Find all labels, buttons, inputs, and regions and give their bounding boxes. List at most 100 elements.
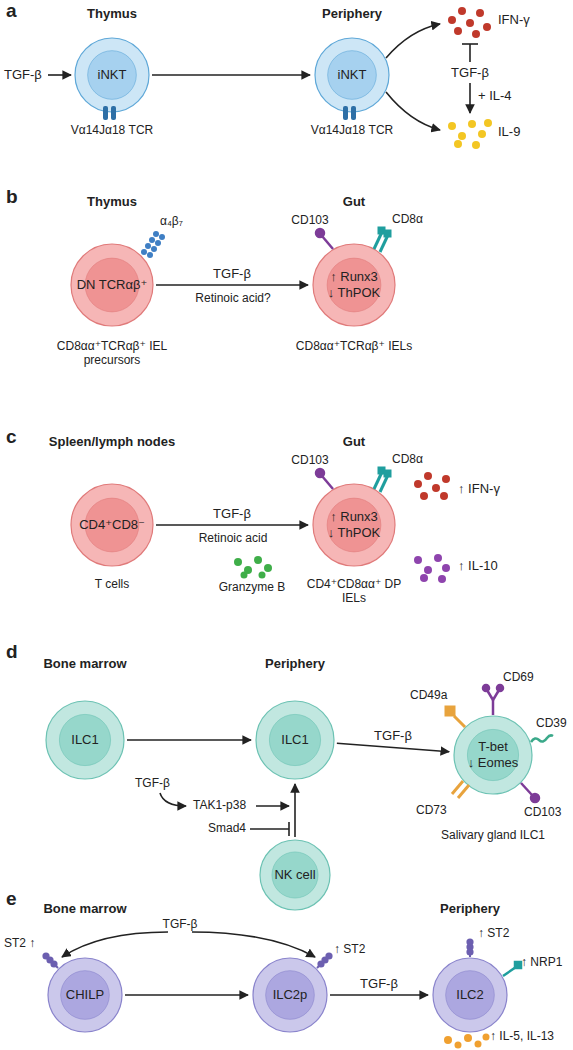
annotation-label: CD8α [392, 452, 423, 467]
cd69-receptor [483, 685, 489, 691]
ifn-gamma-dots [454, 27, 462, 35]
arrow-connector [152, 74, 310, 76]
panel-heading: Periphery [322, 6, 382, 21]
cell-nucleus [446, 971, 495, 1020]
il9-dots [484, 119, 492, 127]
cd8a-receptor [380, 475, 388, 492]
cell-label: ILC1 [281, 732, 308, 748]
cell-label: ILC2 [456, 987, 483, 1003]
cell-membrane [71, 484, 153, 566]
signal-arrow [256, 805, 289, 807]
arrow-connector [337, 743, 449, 752]
cell-text: ↑ Runx3↓ ThPOK [312, 243, 396, 327]
cell-label: DN TCRαβ⁺ [77, 277, 148, 293]
cd8a-receptor [379, 468, 384, 473]
granzyme-dots [254, 556, 262, 564]
cell-label: T-bet [478, 739, 508, 755]
ifn-gamma-dots [414, 480, 422, 488]
panel-heading: Periphery [265, 656, 325, 671]
il10-dots [434, 554, 442, 562]
il9-dots [468, 120, 476, 128]
cell-node: iNKT [314, 37, 390, 113]
cell-nucleus [327, 258, 381, 312]
cell-label: ↓ ThPOK [328, 525, 381, 541]
il9-dots [472, 141, 480, 149]
cell-label: ↓ ThPOK [328, 285, 381, 301]
signal-arrow [48, 74, 71, 76]
annotation-label: ↑ ST2 [334, 942, 365, 957]
cell-membrane [253, 958, 327, 1032]
annotation-label: CD8α [392, 212, 423, 227]
cell-text: NK cell [259, 839, 331, 911]
panel-heading: Spleen/lymph nodes [49, 434, 175, 449]
inhibition-line [288, 822, 290, 836]
cell-nucleus [269, 714, 320, 765]
cell-nucleus [61, 971, 110, 1020]
il5-il13-dots [464, 1034, 472, 1042]
annotation-label: CD103 [524, 805, 561, 820]
signal-arrow [386, 24, 440, 58]
st2-receptor [467, 939, 472, 944]
edge-label: TGF-β [213, 266, 251, 281]
annotation-label: TGF-β [135, 776, 170, 791]
annotation-label: CD73 [416, 803, 447, 818]
annotation-label: Vα14Jα18 TCR [71, 123, 154, 138]
cell-nucleus [327, 498, 381, 552]
integrin-a4b7 [149, 237, 155, 243]
annotation-label: ↑ IFN-γ [458, 481, 500, 496]
cd103-receptor [316, 229, 324, 237]
ifn-gamma-dots [414, 7, 491, 500]
signal-arrow [386, 92, 440, 130]
annotation-label: Retinoic acid [199, 531, 268, 546]
integrin-a4b7 [141, 231, 165, 258]
cell-caption: Salivary gland ILC1 [418, 828, 568, 842]
edge-label: TGF-β [360, 976, 398, 991]
panel-heading: Thymus [87, 6, 137, 21]
ifn-gamma-dots [476, 9, 484, 17]
ifn-gamma-dots [448, 16, 456, 24]
il10-dots [420, 574, 428, 582]
panel-heading: Gut [343, 434, 365, 449]
arrow-connector [330, 994, 428, 996]
st2-receptor [43, 953, 48, 958]
signal-arrow [160, 793, 186, 806]
cell-label: ILC1 [71, 732, 98, 748]
ifn-gamma-dots [440, 492, 448, 500]
cd103-receptor [322, 236, 333, 249]
cell-nucleus [467, 729, 518, 780]
cell-nucleus [59, 714, 110, 765]
ifn-gamma-dots [442, 475, 450, 483]
cell-text: iNKT [74, 37, 150, 113]
annotation-label: ↑ ST2 [478, 926, 509, 941]
integrin-a4b7 [151, 246, 157, 252]
cell-node: ↑ Runx3↓ ThPOKCD8αα⁺TCRαβ⁺ IELs [312, 243, 396, 327]
il5-il13-dots [475, 1041, 482, 1048]
cd8a-receptor [374, 472, 382, 489]
il9-dots [454, 140, 462, 148]
cell-membrane [75, 38, 149, 112]
cell-text: ILC2p [252, 957, 328, 1033]
integrin-a4b7 [155, 240, 161, 246]
cell-nucleus [266, 971, 315, 1020]
cd49a-receptor [446, 707, 465, 727]
arrow-connector [127, 739, 251, 741]
il9-dots [478, 130, 486, 138]
cell-caption: CD8αα⁺TCRαβ⁺ IEL precursors [47, 339, 177, 367]
annotation-label: IL-9 [498, 124, 520, 139]
tcr-receptor [103, 106, 108, 120]
panel-heading: Thymus [87, 194, 137, 209]
integrin-a4b7 [147, 252, 153, 258]
panel-heading: Bone marrow [43, 901, 126, 916]
cd103-receptor [322, 476, 333, 489]
arrow-connector [125, 994, 248, 996]
cell-caption: T cells [47, 577, 177, 591]
cd49a-receptor [446, 707, 454, 715]
cell-membrane [256, 701, 334, 779]
cell-text: ↑ Runx3↓ ThPOK [312, 483, 396, 567]
cell-membrane [260, 840, 330, 910]
panel-heading: Bone marrow [43, 656, 126, 671]
arrow-connector [294, 784, 296, 837]
integrin-a4b7 [145, 243, 151, 249]
cell-membrane [313, 484, 395, 566]
cd39-receptor [531, 735, 553, 742]
